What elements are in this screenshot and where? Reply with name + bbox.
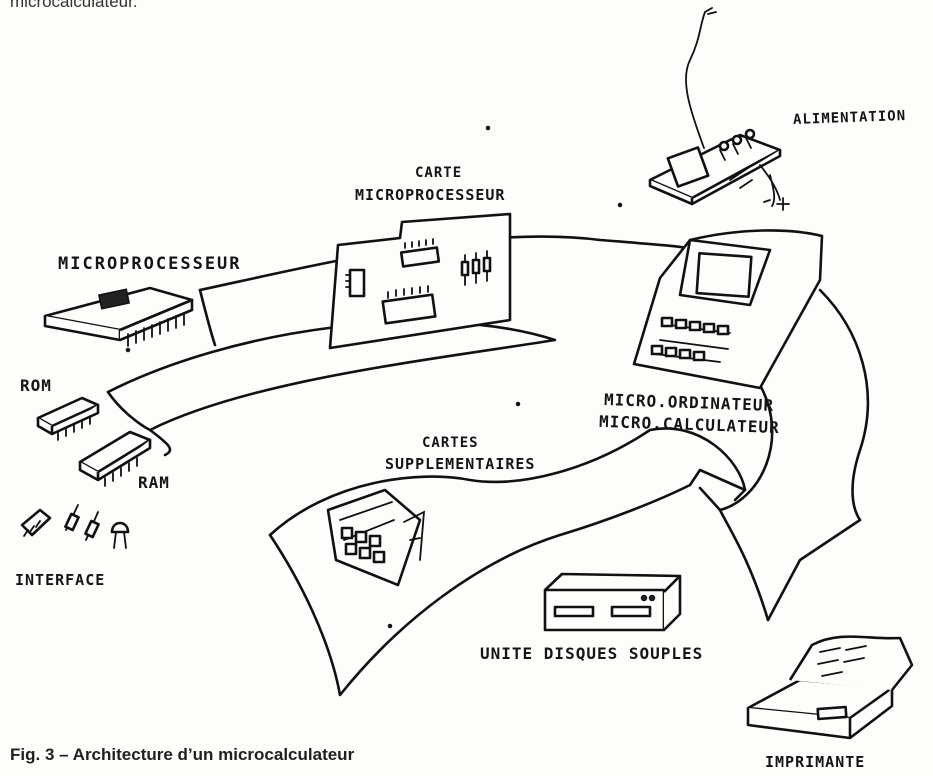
label-imprimante: IMPRIMANTE [765,753,865,771]
label-unite-disques-souples: UNITE DISQUES SOUPLES [480,644,703,663]
power-supply-drawing [650,8,789,210]
disk-unit-drawing [545,574,680,630]
extra-cards-drawing [328,490,424,585]
flow-arrow-printer-head [768,520,860,620]
interface-components-drawing [22,505,128,548]
rom-chip-drawing [38,398,98,440]
label-cartes-line2: SUPPLEMENTAIRES [385,455,535,473]
microprocessor-chip-drawing [45,288,192,346]
label-rom: ROM [20,376,52,395]
label-ram: RAM [138,473,170,492]
label-interface: INTERFACE [15,571,105,589]
printer-drawing [748,637,912,738]
cpu-board-drawing [330,214,510,348]
flow-arrow-disk-head [690,470,745,500]
flow-arrow-printer-outer [820,290,868,520]
header-text-fragment: microcalculateur. [10,0,138,12]
label-carte-line2: MICROPROCESSEUR [355,186,505,204]
label-microprocesseur: MICROPROCESSEUR [58,254,242,274]
label-cartes-line1: CARTES [422,435,479,451]
flow-arrow-band-left [200,290,215,345]
figure-caption: Fig. 3 – Architecture d’un microcalculat… [10,745,354,765]
label-carte-line1: CARTE [415,165,462,181]
computer-terminal-drawing [634,230,822,388]
